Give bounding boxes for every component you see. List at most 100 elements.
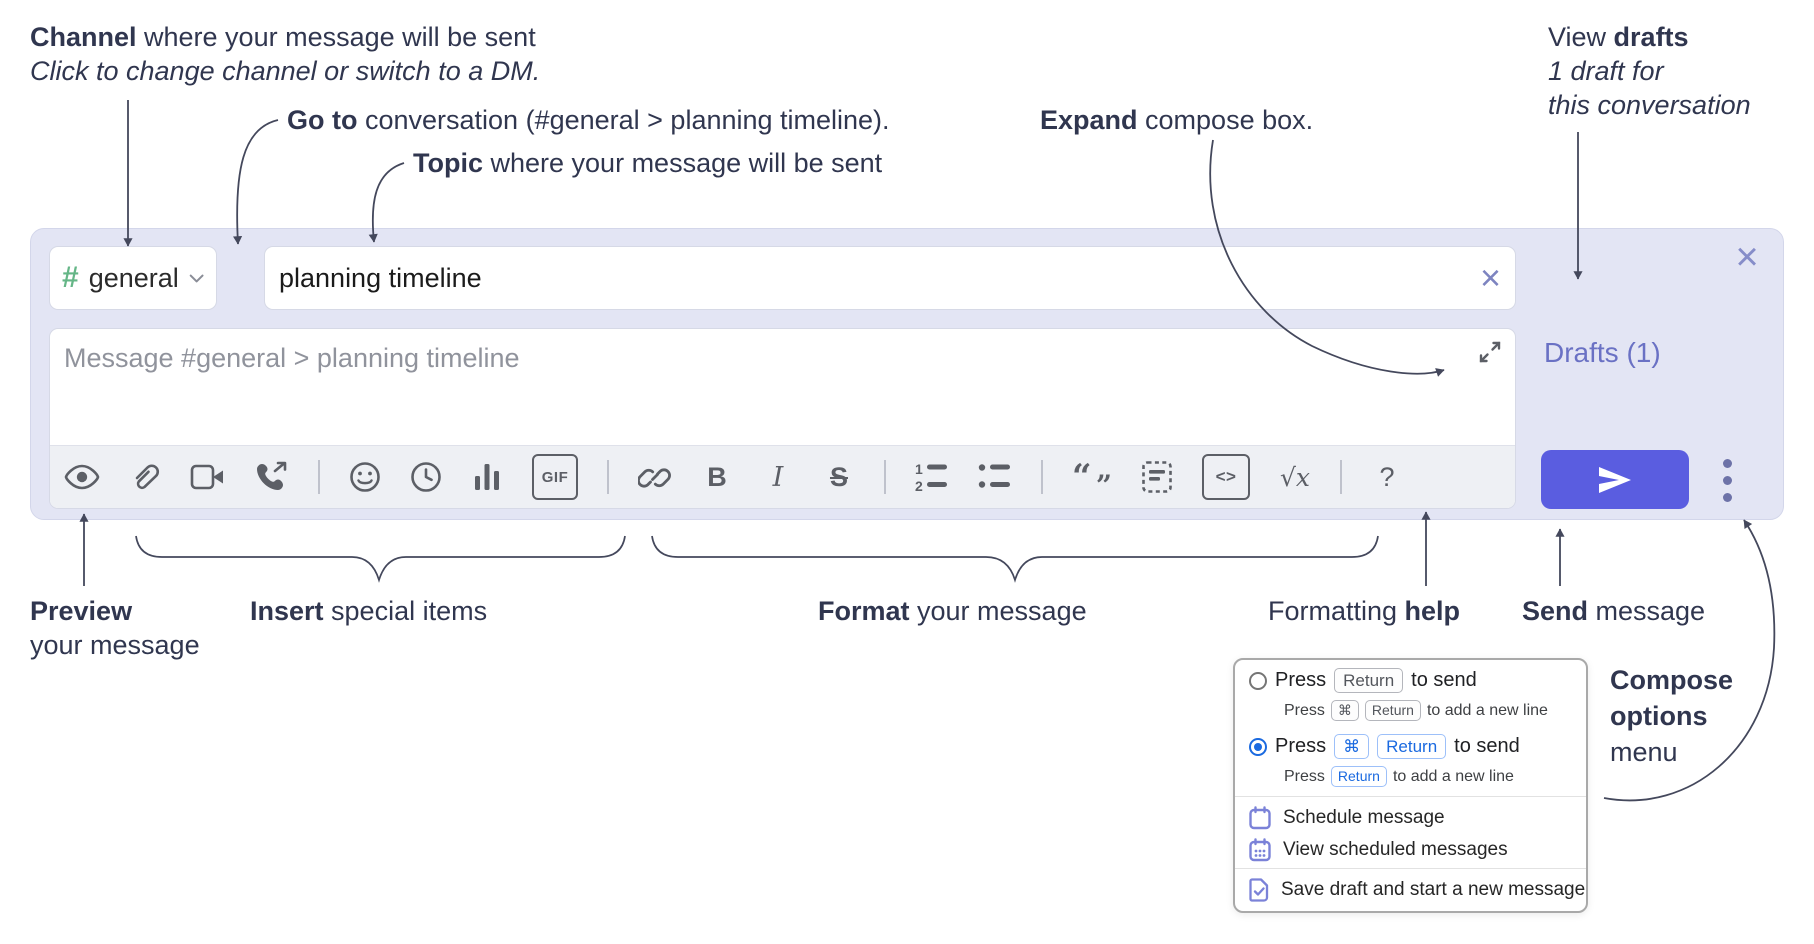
topic-input[interactable]: planning timeline × bbox=[264, 246, 1516, 310]
toolbar-divider bbox=[318, 460, 320, 494]
toolbar-divider bbox=[1041, 460, 1043, 494]
insert-note: Insert special items bbox=[250, 594, 487, 628]
goto-note-bold: Go to bbox=[287, 105, 358, 135]
compose-options-line1: Compose bbox=[1610, 665, 1734, 695]
expand-compose-icon[interactable] bbox=[1477, 339, 1503, 365]
message-placeholder: Message #general > planning timeline bbox=[64, 343, 520, 373]
menu-item-save-draft[interactable]: Save draft and start a new message bbox=[1249, 878, 1585, 902]
compose-options-line3: menu bbox=[1610, 737, 1678, 767]
message-formatting-help-icon[interactable]: ? bbox=[1379, 461, 1395, 492]
goto-note: Go to conversation (#general > planning … bbox=[287, 103, 890, 137]
topic-value: planning timeline bbox=[279, 262, 482, 293]
channel-note: Channel where your message will be sent … bbox=[30, 20, 540, 88]
expand-note: Expand compose box. bbox=[1040, 103, 1313, 137]
math-icon[interactable]: √x bbox=[1279, 462, 1311, 492]
goto-note-rest: conversation (#general > planning timeli… bbox=[357, 105, 890, 135]
topic-note: Topic where your message will be sent bbox=[413, 146, 882, 180]
expand-note-rest: compose box. bbox=[1137, 105, 1314, 135]
return-key: Return bbox=[1330, 766, 1387, 787]
toolbar-divider bbox=[1340, 460, 1342, 494]
send-option-return[interactable]: Press Return to send bbox=[1249, 668, 1477, 693]
menu-item-view-scheduled[interactable]: View scheduled messages bbox=[1249, 838, 1508, 862]
calendar-icon bbox=[1249, 806, 1271, 830]
menu-item-schedule[interactable]: Schedule message bbox=[1249, 806, 1445, 830]
time-icon[interactable] bbox=[410, 459, 442, 495]
compose-options-menu: Press Return to send Press ⌘ Return to a… bbox=[1233, 658, 1588, 913]
topic-note-bold: Topic bbox=[413, 148, 483, 178]
menu-divider bbox=[1235, 868, 1586, 869]
brace-insert bbox=[135, 535, 626, 583]
voice-call-icon[interactable] bbox=[255, 459, 289, 495]
format-note-bold: Format bbox=[818, 596, 910, 626]
format-note: Format your message bbox=[818, 594, 1087, 628]
channel-note-rest: where your message will be sent bbox=[136, 22, 536, 52]
spoiler-icon[interactable] bbox=[1141, 459, 1173, 495]
brace-format bbox=[651, 535, 1379, 583]
topic-note-rest: where your message will be sent bbox=[483, 148, 883, 178]
view-drafts-line2: 1 draft for bbox=[1548, 56, 1664, 86]
compose-box: # general planning timeline × × Message … bbox=[30, 228, 1784, 520]
bulleted-list-icon[interactable] bbox=[978, 459, 1012, 495]
view-drafts-bold: drafts bbox=[1613, 22, 1689, 52]
formatting-help-pre: Formatting bbox=[1268, 596, 1405, 626]
chevron-down-icon bbox=[189, 274, 204, 282]
send-option-cmd-return[interactable]: Press ⌘ Return to send bbox=[1249, 734, 1520, 759]
cmd-key: ⌘ bbox=[1334, 734, 1370, 759]
send-button[interactable] bbox=[1541, 450, 1689, 509]
preview-icon[interactable] bbox=[64, 459, 100, 495]
italic-icon[interactable]: I bbox=[772, 461, 784, 493]
gif-icon[interactable]: GIF bbox=[532, 454, 578, 500]
quote-icon[interactable]: “ ” bbox=[1072, 457, 1112, 502]
return-key: Return bbox=[1377, 734, 1447, 759]
send-note: Send message bbox=[1522, 594, 1705, 628]
strikethrough-icon[interactable]: S bbox=[829, 461, 848, 492]
formatting-help-note: Formatting help bbox=[1268, 594, 1460, 628]
channel-name: general bbox=[88, 262, 179, 293]
code-icon[interactable]: <> bbox=[1202, 454, 1250, 500]
close-compose-icon[interactable]: × bbox=[1735, 234, 1759, 279]
draft-check-icon bbox=[1249, 878, 1269, 902]
calendar-dots-icon bbox=[1249, 838, 1271, 862]
return-key: Return bbox=[1364, 700, 1421, 721]
channel-note-sub: Click to change channel or switch to a D… bbox=[30, 56, 541, 86]
send-note-rest: message bbox=[1588, 596, 1706, 626]
preview-note: Preview your message bbox=[30, 594, 200, 662]
message-area[interactable]: Message #general > planning timeline bbox=[49, 328, 1516, 509]
emoji-icon[interactable] bbox=[349, 459, 381, 495]
insert-note-rest: special items bbox=[323, 596, 488, 626]
expand-note-bold: Expand bbox=[1040, 105, 1138, 135]
view-drafts-pre: View bbox=[1548, 22, 1614, 52]
link-icon[interactable] bbox=[638, 459, 672, 495]
dot bbox=[1722, 458, 1732, 468]
attach-file-icon[interactable] bbox=[129, 459, 161, 495]
dot bbox=[1722, 492, 1732, 502]
video-call-icon[interactable] bbox=[190, 459, 226, 495]
cmd-key: ⌘ bbox=[1330, 700, 1359, 721]
compose-options-note: Compose options menu bbox=[1610, 662, 1733, 770]
insert-note-bold: Insert bbox=[250, 596, 324, 626]
svg-text:1: 1 bbox=[915, 461, 923, 477]
svg-text:2: 2 bbox=[915, 478, 923, 493]
poll-icon[interactable] bbox=[471, 459, 503, 495]
send-note-bold: Send bbox=[1522, 596, 1589, 626]
arrow-goto bbox=[233, 119, 279, 245]
radio-unselected-icon[interactable] bbox=[1249, 671, 1267, 690]
channel-hash-icon: # bbox=[62, 261, 79, 294]
channel-note-bold: Channel bbox=[30, 22, 137, 52]
formatting-help-bold: help bbox=[1404, 596, 1461, 626]
channel-selector-button[interactable]: # general bbox=[49, 246, 217, 310]
bold-icon[interactable]: B bbox=[707, 461, 727, 492]
clear-topic-icon[interactable]: × bbox=[1479, 257, 1501, 298]
compose-options-button[interactable] bbox=[1712, 452, 1742, 508]
view-drafts-note: View drafts 1 draft for this conversatio… bbox=[1548, 20, 1751, 122]
toolbar-divider bbox=[884, 460, 886, 494]
radio-selected-icon[interactable] bbox=[1249, 737, 1267, 756]
toolbar-divider bbox=[607, 460, 609, 494]
send-option-return-sub: Press ⌘ Return to add a new line bbox=[1284, 700, 1548, 721]
send-icon bbox=[1599, 466, 1631, 493]
view-drafts-line3: this conversation bbox=[1548, 90, 1751, 120]
drafts-link[interactable]: Drafts (1) bbox=[1544, 337, 1661, 368]
